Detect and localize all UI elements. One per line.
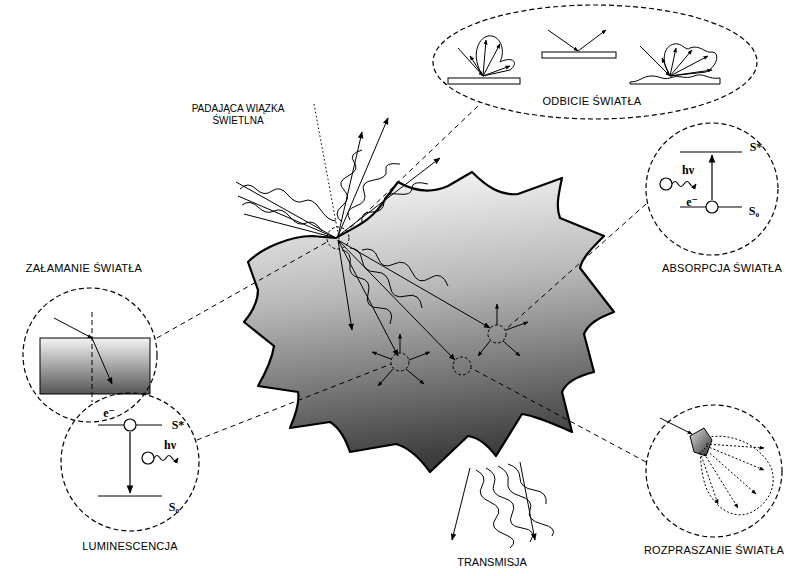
energy-symbol: e⁻ [686, 196, 698, 209]
energy-symbol: S* [172, 419, 185, 432]
inset-caption: LUMINESCENCJA [82, 540, 178, 552]
normal-line [314, 104, 340, 244]
inset-caption: ODBICIE ŚWIATŁA [543, 95, 642, 107]
beam-label: PADAJĄCA WIĄZKA ŚWIETLNA [182, 103, 294, 126]
inset-circle: e⁻S*hνS₀LUMINESCENCJA [60, 392, 200, 532]
inset-caption: ROZPRASZANIE ŚWIATŁA [644, 544, 784, 556]
energy-symbol: hν [682, 164, 694, 177]
leader-line [157, 106, 646, 462]
transmission-beam [452, 462, 554, 548]
energy-symbol: S₀ [749, 205, 759, 218]
inset-caption: ABSORPCJA ŚWIATŁA [662, 262, 782, 274]
process-label: TRANSMISJA [432, 556, 552, 569]
inset-circle: ZAŁAMANIE ŚWIATŁA [22, 287, 158, 423]
incident-beam [236, 182, 336, 238]
energy-symbol: S* [750, 141, 763, 154]
energy-symbol: e⁻ [103, 407, 115, 420]
inset-caption: ZAŁAMANIE ŚWIATŁA [26, 262, 142, 274]
dashed-outline [22, 287, 158, 423]
inset-circle: ROZPRASZANIE ŚWIATŁA [645, 404, 783, 538]
refracted-beam [338, 240, 490, 360]
energy-symbol: hν [164, 439, 176, 452]
reflected-beam [337, 118, 440, 236]
interaction-spots [327, 227, 528, 386]
inset-circle: ODBICIE ŚWIATŁA [432, 4, 758, 120]
absorption-inset [660, 152, 742, 213]
dashed-outline [645, 404, 783, 538]
luminescence-inset [98, 419, 178, 496]
refraction-inset [40, 312, 150, 402]
reflection-inset [448, 30, 720, 84]
scattering-inset [660, 418, 773, 515]
energy-symbol: S₀ [169, 501, 179, 514]
inset-circle: S*hνe⁻S₀ABSORPCJA ŚWIATŁA [645, 122, 779, 256]
